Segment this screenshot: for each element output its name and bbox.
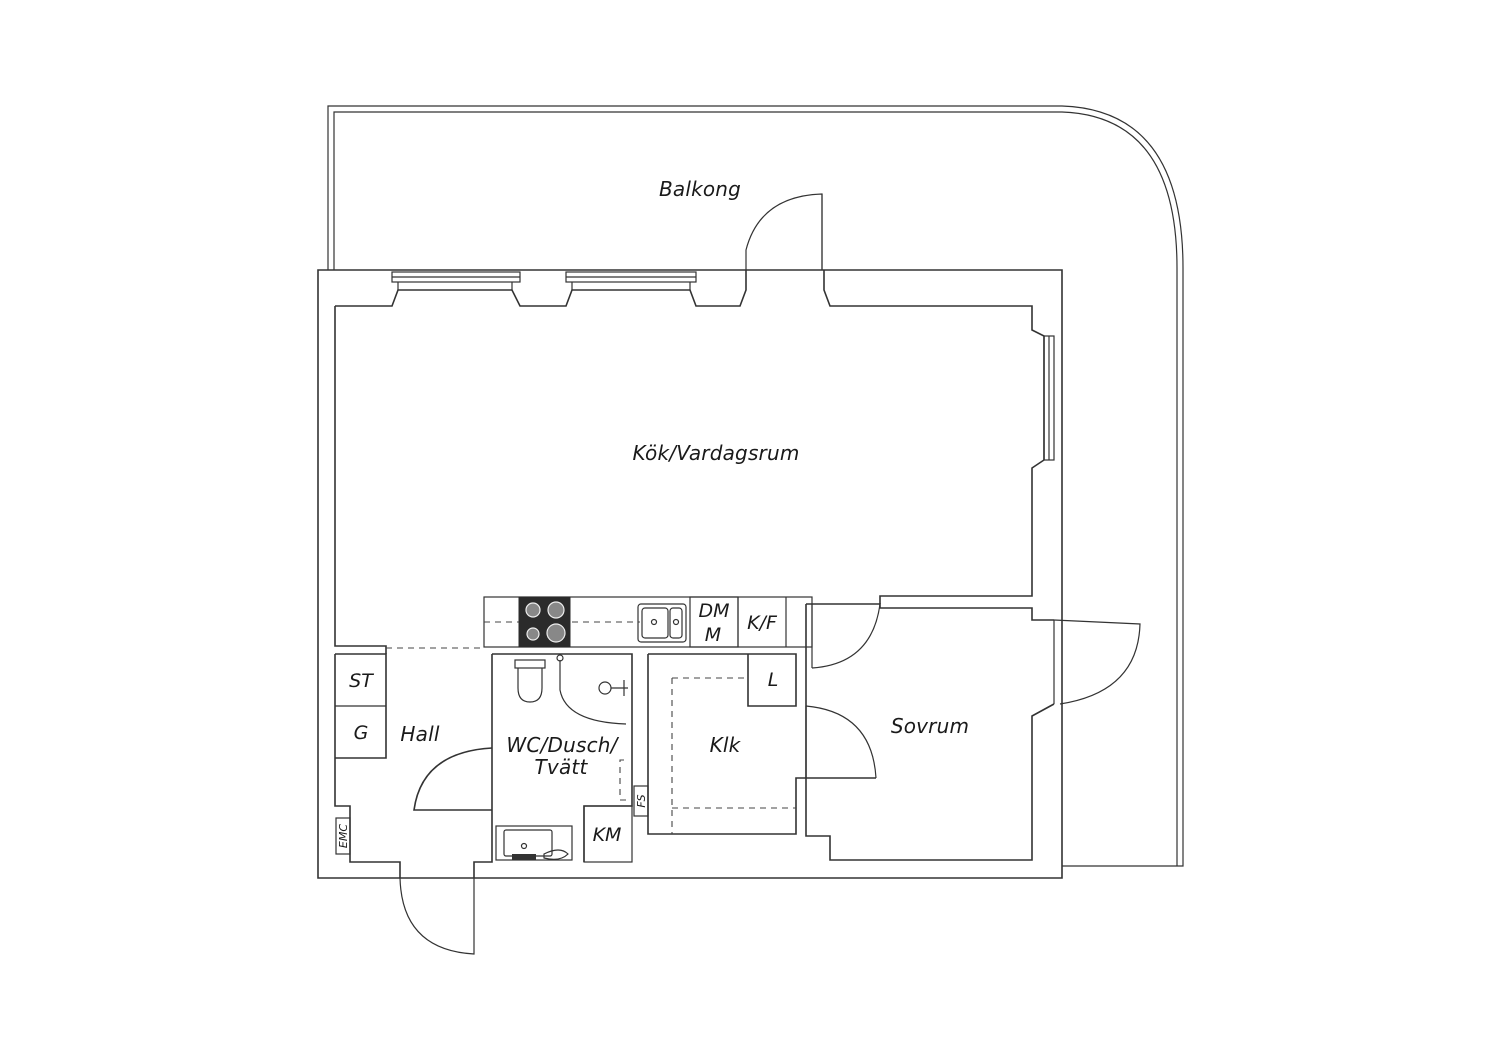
window-top-left (391, 271, 521, 290)
fixture-label-dm: DM (698, 600, 729, 622)
room-label-sovrum: Sovrum (891, 714, 969, 738)
fixture-label-kf: K/F (747, 612, 778, 634)
fixture-label-emc: EMC (337, 824, 350, 848)
fixture-label-g: G (354, 722, 369, 744)
balcony-door (745, 193, 823, 270)
fixture-label-st: ST (349, 670, 374, 692)
fixture-label-m: M (705, 624, 721, 646)
hall-walls (334, 647, 493, 955)
room-label-wc-line2: Tvätt (535, 755, 589, 779)
window-right (1043, 335, 1055, 461)
fixture-label-l: L (768, 669, 779, 691)
wc-walls (413, 653, 633, 863)
room-label-kok-vardagsrum: Kök/Vardagsrum (632, 441, 799, 465)
room-label-wc-line1: WC/Dusch/ (506, 733, 619, 757)
fixture-label-fs: FS (635, 794, 648, 807)
balcony (327, 105, 1184, 867)
bedroom-walls (805, 603, 1141, 861)
kitchen-counter (483, 596, 813, 648)
room-label-klk: Klk (710, 733, 742, 757)
closet-walls (633, 653, 877, 835)
fixture-label-km: KM (593, 824, 622, 846)
room-label-balkong: Balkong (659, 177, 741, 201)
outer-wall (317, 269, 1063, 879)
window-top-middle (565, 271, 697, 290)
room-label-hall: Hall (400, 722, 439, 746)
